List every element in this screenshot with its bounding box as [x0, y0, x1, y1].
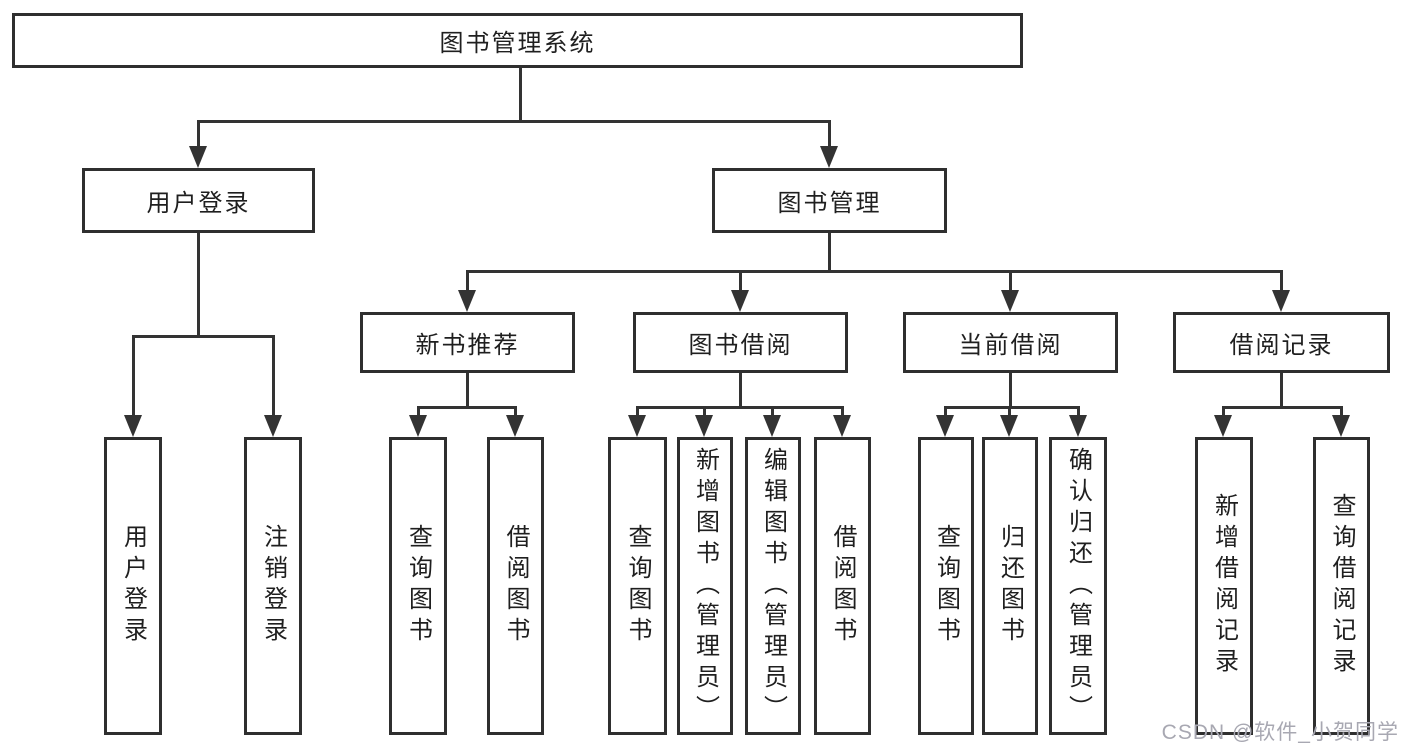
- node-user-login: 用户登录: [82, 168, 315, 233]
- edge-to-borrowing: [739, 270, 742, 292]
- edge-root-stem: [519, 68, 522, 120]
- leaf-logout-label: 注销登录: [259, 524, 287, 648]
- leaf-query-books-newbooks-label: 查询图书: [404, 524, 432, 648]
- leaf-borrow-books-newbooks: 借阅图书: [487, 437, 544, 735]
- edge-g3-leaf2: [703, 406, 706, 417]
- edge-new-books-split: [417, 406, 517, 409]
- watermark-text: CSDN @软件_小贺同学: [1161, 721, 1399, 744]
- edge-g3-leaf4: [841, 406, 844, 417]
- leaf-add-books-admin: 新增图书（管理员）: [677, 437, 733, 735]
- edge-new-books-stem: [466, 373, 469, 406]
- arrowhead-g5-leaf1: [1214, 415, 1232, 437]
- edge-to-leaf-logout: [272, 335, 275, 417]
- leaf-edit-books-admin-label: 编辑图书（管理员）: [759, 446, 787, 726]
- leaf-user-login-label: 用户登录: [119, 524, 147, 648]
- node-borrowing: 图书借阅: [633, 312, 848, 373]
- node-root: 图书管理系统: [12, 13, 1023, 68]
- arrowhead-g2-leaf2: [506, 415, 524, 437]
- leaf-borrow-books-newbooks-label: 借阅图书: [502, 524, 529, 648]
- leaf-query-borrow-record-label: 查询借阅记录: [1328, 493, 1355, 679]
- edge-book-mgmt-split: [466, 270, 1283, 273]
- arrowhead-g4-leaf2: [1000, 415, 1018, 437]
- arrowhead-leaf-logout: [264, 415, 282, 437]
- edge-book-mgmt-stem: [828, 233, 831, 270]
- edge-g3-leaf3: [771, 406, 774, 417]
- leaf-borrow-books-borrowing-label: 借阅图书: [829, 524, 856, 648]
- leaf-return-books: 归还图书: [982, 437, 1038, 735]
- edge-to-current: [1009, 270, 1012, 292]
- node-current-borrow-label: 当前借阅: [958, 332, 1063, 359]
- leaf-query-borrow-record: 查询借阅记录: [1313, 437, 1370, 735]
- edge-g5-leaf1: [1222, 406, 1225, 417]
- edge-g4-leaf2: [1008, 406, 1011, 417]
- arrowhead-records: [1272, 290, 1290, 312]
- node-book-mgmt: 图书管理: [712, 168, 947, 233]
- edge-to-user-login: [197, 120, 200, 148]
- arrowhead-g5-leaf2: [1332, 415, 1350, 437]
- node-borrowing-label: 图书借阅: [688, 332, 793, 359]
- edge-user-login-split: [132, 335, 275, 338]
- edge-to-leaf-login: [132, 335, 135, 417]
- leaf-query-books-borrowing-label: 查询图书: [624, 524, 651, 648]
- arrowhead-g4-leaf3: [1069, 415, 1087, 437]
- arrowhead-user-login: [189, 146, 207, 168]
- node-current-borrow: 当前借阅: [903, 312, 1118, 373]
- leaf-user-login: 用户登录: [104, 437, 162, 735]
- edge-borrowing-split: [636, 406, 844, 409]
- leaf-borrow-books-borrowing: 借阅图书: [814, 437, 871, 735]
- arrowhead-g3-leaf2: [695, 415, 713, 437]
- edge-root-split: [197, 120, 831, 123]
- edge-g4-leaf1: [944, 406, 947, 417]
- edge-user-login-stem: [197, 233, 200, 335]
- edge-to-book-mgmt: [828, 120, 831, 148]
- node-user-login-label: 用户登录: [146, 190, 251, 217]
- leaf-query-books-newbooks: 查询图书: [389, 437, 447, 735]
- edge-records-stem: [1280, 373, 1283, 406]
- arrowhead-g3-leaf4: [833, 415, 851, 437]
- edge-current-split: [944, 406, 1080, 409]
- node-borrow-records-label: 借阅记录: [1229, 332, 1334, 359]
- arrowhead-borrowing: [731, 290, 749, 312]
- edge-g2-leaf2: [514, 406, 517, 417]
- leaf-logout: 注销登录: [244, 437, 302, 735]
- leaf-query-books-current-label: 查询图书: [932, 524, 960, 648]
- node-borrow-records: 借阅记录: [1173, 312, 1390, 373]
- edge-current-stem: [1009, 373, 1012, 406]
- arrowhead-book-mgmt: [820, 146, 838, 168]
- leaf-return-books-label: 归还图书: [996, 524, 1024, 648]
- node-root-label: 图书管理系统: [439, 30, 596, 57]
- leaf-confirm-return-admin: 确认归还（管理员）: [1049, 437, 1107, 735]
- arrowhead-g3-leaf1: [628, 415, 646, 437]
- edge-to-new-books: [466, 270, 469, 292]
- leaf-query-books-borrowing: 查询图书: [608, 437, 667, 735]
- edge-to-records: [1280, 270, 1283, 292]
- arrowhead-g2-leaf1: [409, 415, 427, 437]
- arrowhead-g3-leaf3: [763, 415, 781, 437]
- edge-g2-leaf1: [417, 406, 420, 417]
- edge-records-split: [1222, 406, 1343, 409]
- leaf-add-borrow-record-label: 新增借阅记录: [1210, 493, 1238, 679]
- leaf-query-books-current: 查询图书: [918, 437, 974, 735]
- edge-g4-leaf3: [1077, 406, 1080, 417]
- edge-g3-leaf1: [636, 406, 639, 417]
- arrowhead-g4-leaf1: [936, 415, 954, 437]
- leaf-confirm-return-admin-label: 确认归还（管理员）: [1064, 446, 1092, 726]
- node-new-books: 新书推荐: [360, 312, 575, 373]
- edge-borrowing-stem: [739, 373, 742, 406]
- edge-g5-leaf2: [1340, 406, 1343, 417]
- arrowhead-leaf-login: [124, 415, 142, 437]
- leaf-add-books-admin-label: 新增图书（管理员）: [691, 446, 719, 726]
- leaf-edit-books-admin: 编辑图书（管理员）: [745, 437, 801, 735]
- node-book-mgmt-label: 图书管理: [777, 190, 882, 217]
- node-new-books-label: 新书推荐: [415, 332, 520, 359]
- arrowhead-new-books: [458, 290, 476, 312]
- leaf-add-borrow-record: 新增借阅记录: [1195, 437, 1253, 735]
- arrowhead-current: [1001, 290, 1019, 312]
